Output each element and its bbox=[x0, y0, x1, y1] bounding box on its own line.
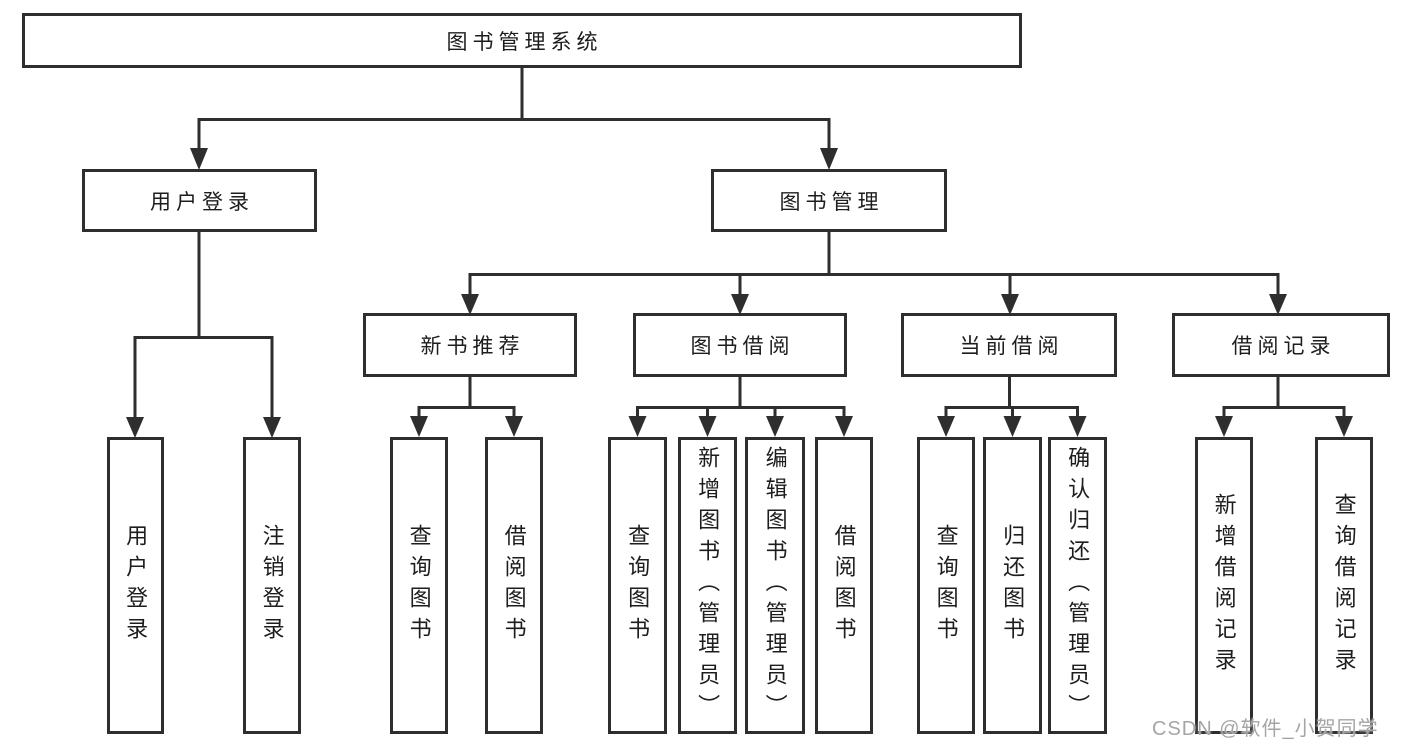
node-user-login-group: 用户登录 bbox=[82, 169, 317, 232]
watermark: CSDN @软件_小贺同学 bbox=[1152, 718, 1379, 740]
node-label: 图书借阅 bbox=[690, 335, 795, 358]
leaf-current-return-books: 归还图书 bbox=[983, 437, 1042, 734]
leaf-current-confirm-return-admin: 确认归还（管理员） bbox=[1048, 437, 1107, 734]
leaf-label: 借阅图书 bbox=[501, 523, 527, 648]
node-label: 借阅记录 bbox=[1231, 335, 1336, 358]
leaf-label: 借阅图书 bbox=[831, 523, 857, 648]
leaf-newbook-query-books: 查询图书 bbox=[390, 437, 448, 734]
leaf-label: 新增图书（管理员） bbox=[695, 446, 721, 725]
node-book-borrowing: 图书借阅 bbox=[633, 313, 847, 377]
leaf-label: 确认归还（管理员） bbox=[1065, 446, 1091, 725]
leaf-borrowing-add-books-admin: 新增图书（管理员） bbox=[678, 437, 737, 734]
leaf-label: 新增借阅记录 bbox=[1211, 492, 1237, 679]
leaf-records-query-borrow-record: 查询借阅记录 bbox=[1315, 437, 1373, 734]
leaf-current-query-books: 查询图书 bbox=[917, 437, 975, 734]
node-book-management: 图书管理 bbox=[711, 169, 947, 232]
leaf-label: 查询借阅记录 bbox=[1331, 492, 1357, 679]
leaf-label: 注销登录 bbox=[259, 523, 285, 648]
leaf-borrowing-query-books: 查询图书 bbox=[608, 437, 667, 734]
leaf-label: 用户登录 bbox=[123, 523, 149, 648]
leaf-label: 编辑图书（管理员） bbox=[762, 446, 788, 725]
leaf-user-login: 用户登录 bbox=[107, 437, 164, 734]
leaf-borrowing-edit-books-admin: 编辑图书（管理员） bbox=[745, 437, 805, 734]
node-library-management-system: 图书管理系统 bbox=[22, 13, 1022, 68]
leaf-newbook-borrow-books: 借阅图书 bbox=[485, 437, 543, 734]
leaf-label: 查询图书 bbox=[933, 523, 959, 648]
node-current-borrowing: 当前借阅 bbox=[901, 313, 1117, 377]
leaf-borrowing-borrow-books: 借阅图书 bbox=[815, 437, 873, 734]
node-label: 当前借阅 bbox=[959, 335, 1064, 358]
node-label: 图书管理 bbox=[779, 190, 884, 214]
node-borrowing-records: 借阅记录 bbox=[1172, 313, 1390, 377]
node-new-book-recommendation: 新书推荐 bbox=[363, 313, 577, 377]
leaf-records-add-borrow-record: 新增借阅记录 bbox=[1195, 437, 1253, 734]
node-label: 新书推荐 bbox=[420, 335, 525, 358]
leaf-label: 查询图书 bbox=[625, 523, 651, 648]
leaf-label: 归还图书 bbox=[1000, 523, 1026, 648]
node-label: 图书管理系统 bbox=[446, 30, 603, 54]
leaf-label: 查询图书 bbox=[406, 523, 432, 648]
node-label: 用户登录 bbox=[150, 190, 254, 214]
leaf-logout: 注销登录 bbox=[243, 437, 301, 734]
